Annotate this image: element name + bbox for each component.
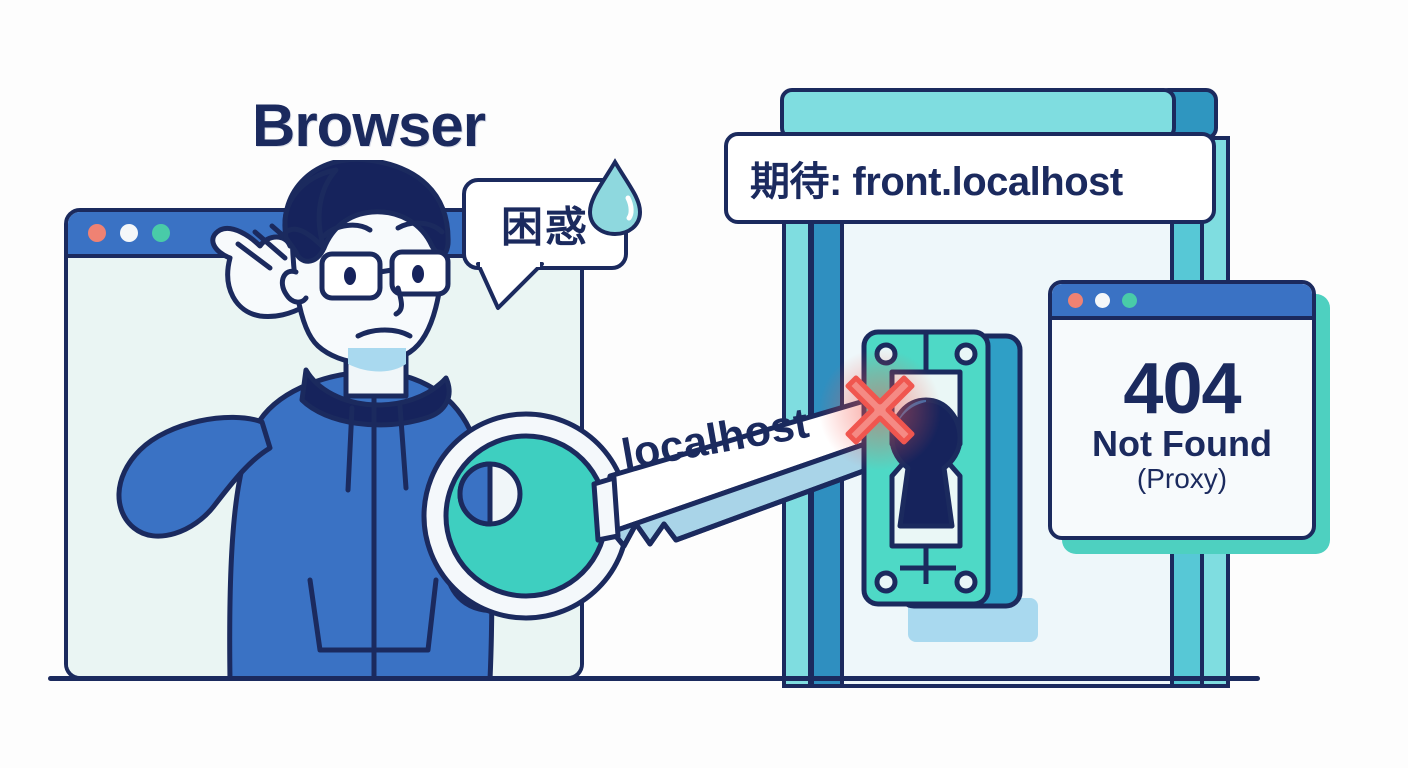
window-dot-green-icon[interactable] [152, 224, 170, 242]
page-title: Browser [252, 92, 486, 159]
x-mark-icon [845, 375, 915, 445]
error-status-message: Not Found [1092, 423, 1272, 465]
error-source-label: (Proxy) [1136, 463, 1228, 495]
speech-bubble-text: 困惑 [500, 203, 589, 251]
expectation-banner-text: 期待: front.localhost [750, 160, 1123, 204]
error-window-dot-red-icon[interactable] [1068, 292, 1083, 308]
ground-line [48, 676, 1260, 681]
localhost-key [421, 391, 891, 621]
error-window-dot-white-icon[interactable] [1095, 292, 1110, 308]
proxy-error-window-titlebar [1052, 284, 1312, 320]
error-status-code: 404 [1123, 349, 1241, 429]
proxy-error-window[interactable]: 404 Not Found (Proxy) [1048, 280, 1316, 540]
window-dot-white-icon[interactable] [120, 224, 138, 242]
confused-user [116, 160, 537, 680]
window-dot-red-icon[interactable] [88, 224, 106, 242]
proxy-error-window-body: 404 Not Found (Proxy) [1052, 320, 1312, 536]
expectation-banner: 期待: front.localhost [724, 132, 1216, 224]
sweat-drop-icon [587, 158, 643, 237]
speech-bubble-tail [476, 262, 544, 310]
error-window-dot-green-icon[interactable] [1122, 292, 1137, 308]
